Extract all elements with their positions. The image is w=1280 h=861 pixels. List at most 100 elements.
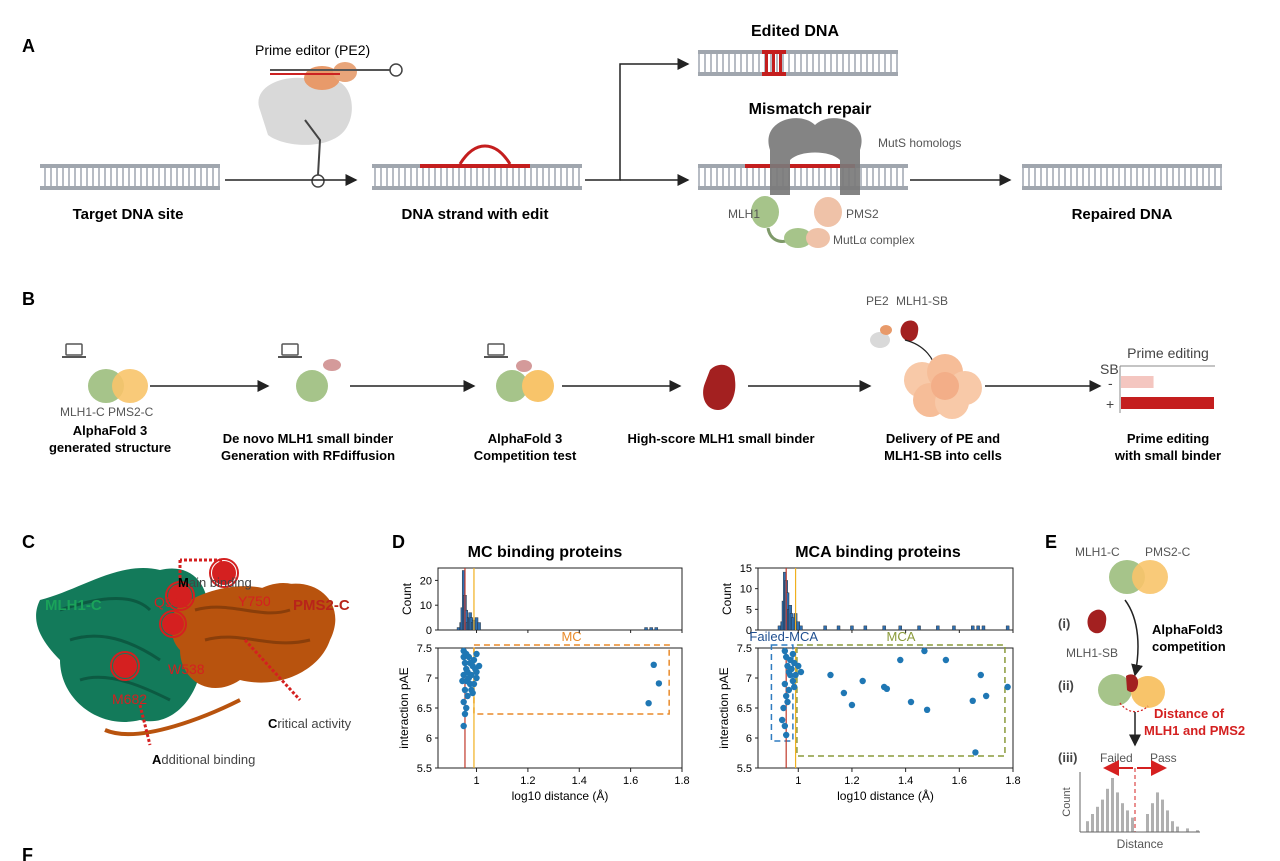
mini-bar-minus	[1121, 376, 1154, 388]
data-point	[840, 689, 848, 697]
label-mlh1sb-b: MLH1-SB	[896, 294, 948, 308]
label-dist-l1: Distance of	[1154, 706, 1225, 721]
data-point	[470, 680, 478, 688]
data-point	[788, 665, 795, 673]
label-step-ii: (ii)	[1058, 678, 1074, 693]
chart-title: MCA binding proteins	[795, 544, 961, 561]
data-point	[787, 671, 794, 679]
region-failed-box	[770, 644, 794, 742]
data-point	[827, 671, 834, 679]
label-step-i: (i)	[1058, 616, 1070, 631]
dna-mismatch	[698, 164, 908, 190]
complex-icon-e	[1109, 560, 1168, 594]
label-pms2c-e: PMS2-C	[1145, 545, 1191, 559]
label-pms2c-b: PMS2-C	[108, 405, 154, 419]
x-tick-label: 1.4	[572, 775, 587, 787]
label-step-iii: (iii)	[1058, 750, 1078, 765]
label-additional-binding: Additional binding	[152, 752, 255, 767]
mini-bar-plus	[1121, 397, 1214, 409]
data-point	[473, 650, 480, 658]
hist-bar	[644, 627, 648, 631]
hist-tick-label: 0	[746, 625, 752, 637]
small-binder-icon	[703, 364, 736, 410]
label-step5-l1: Delivery of PE and	[886, 431, 1000, 446]
label-mlh1c-e: MLH1-C	[1075, 545, 1120, 559]
data-point	[463, 650, 470, 658]
y-tick-label: 7.5	[737, 643, 752, 655]
mini-chart-sb: SB	[1100, 361, 1119, 377]
data-point	[781, 647, 789, 655]
data-point	[859, 677, 866, 685]
data-point	[778, 716, 786, 724]
data-point	[982, 692, 990, 700]
data-point	[897, 656, 904, 664]
schematic-bar	[1186, 828, 1189, 832]
distance-histogram	[1086, 778, 1199, 832]
hist-bar	[649, 627, 653, 631]
schematic-bar	[1151, 803, 1154, 832]
data-point	[781, 722, 789, 730]
data-point	[459, 677, 466, 685]
hist-bar	[981, 625, 986, 631]
schematic-bar	[1111, 778, 1114, 832]
label-dist-l2: MLH1 and PMS2	[1144, 723, 1245, 738]
data-point	[921, 647, 928, 655]
y-tick-label: 5.5	[737, 763, 752, 775]
label-mlh1sb-e: MLH1-SB	[1066, 646, 1118, 660]
label-step4-l1: High-score MLH1 small binder	[627, 431, 814, 446]
region-box	[796, 644, 1006, 757]
label-mlh1c-c: MLH1-C	[45, 597, 102, 614]
data-point	[473, 674, 480, 682]
label-distance-e: Distance	[1117, 837, 1164, 851]
panel-label-c: C	[22, 532, 35, 552]
schematic-bar	[1196, 830, 1199, 832]
data-point	[782, 692, 790, 700]
data-point	[463, 704, 470, 712]
hist-bar	[971, 625, 975, 631]
data-point	[781, 680, 789, 688]
hist-bar	[882, 625, 886, 631]
x-tick-label: 1.2	[520, 775, 535, 787]
hist-bar	[477, 622, 481, 631]
label-pe2: PE2	[866, 294, 889, 308]
schematic-bar	[1126, 810, 1129, 832]
dna-edited	[698, 50, 898, 76]
label-w538: W538	[168, 661, 205, 677]
data-point	[645, 700, 652, 707]
mini-chart-title: Prime editing	[1127, 345, 1209, 361]
distance-indicator	[1119, 702, 1149, 713]
y-tick-label: 6.5	[417, 703, 432, 715]
hist-tick-label: 10	[740, 584, 752, 596]
x-tick-label: 1.6	[623, 775, 638, 787]
complex-with-binder-icon	[1098, 674, 1165, 708]
mlh1-binder-icon	[296, 359, 341, 402]
label-af3-l2: competition	[1152, 639, 1226, 654]
dna-target	[40, 164, 220, 190]
schematic-bar	[1161, 799, 1164, 832]
schematic-bar	[1106, 788, 1109, 832]
hist-tick-label: 20	[420, 575, 432, 587]
data-point	[460, 722, 467, 730]
y-tick-label: 6.5	[737, 703, 752, 715]
data-point	[795, 662, 802, 670]
label-m682: M682	[112, 691, 147, 707]
panel-label-b: B	[22, 289, 35, 309]
data-point	[792, 671, 799, 679]
y-tick-label: 6	[746, 733, 752, 745]
label-critical-activity: Critical activity	[268, 716, 352, 731]
x-tick-label: 1.8	[674, 775, 689, 787]
label-step6-l2: with small binder	[1114, 448, 1221, 463]
data-point	[977, 671, 984, 679]
region-label: MC	[561, 629, 581, 644]
data-point	[461, 710, 469, 718]
hist-bar	[850, 625, 854, 631]
data-point	[466, 659, 474, 667]
label-prime-editor: Prime editor (PE2)	[255, 42, 370, 58]
schematic-bar	[1171, 821, 1174, 832]
label-step1-l2: generated structure	[49, 440, 171, 455]
data-point	[650, 661, 657, 668]
label-edited-dna: Edited DNA	[751, 23, 839, 40]
data-point	[785, 686, 793, 694]
x-axis-label: log10 distance (Å)	[512, 788, 609, 803]
